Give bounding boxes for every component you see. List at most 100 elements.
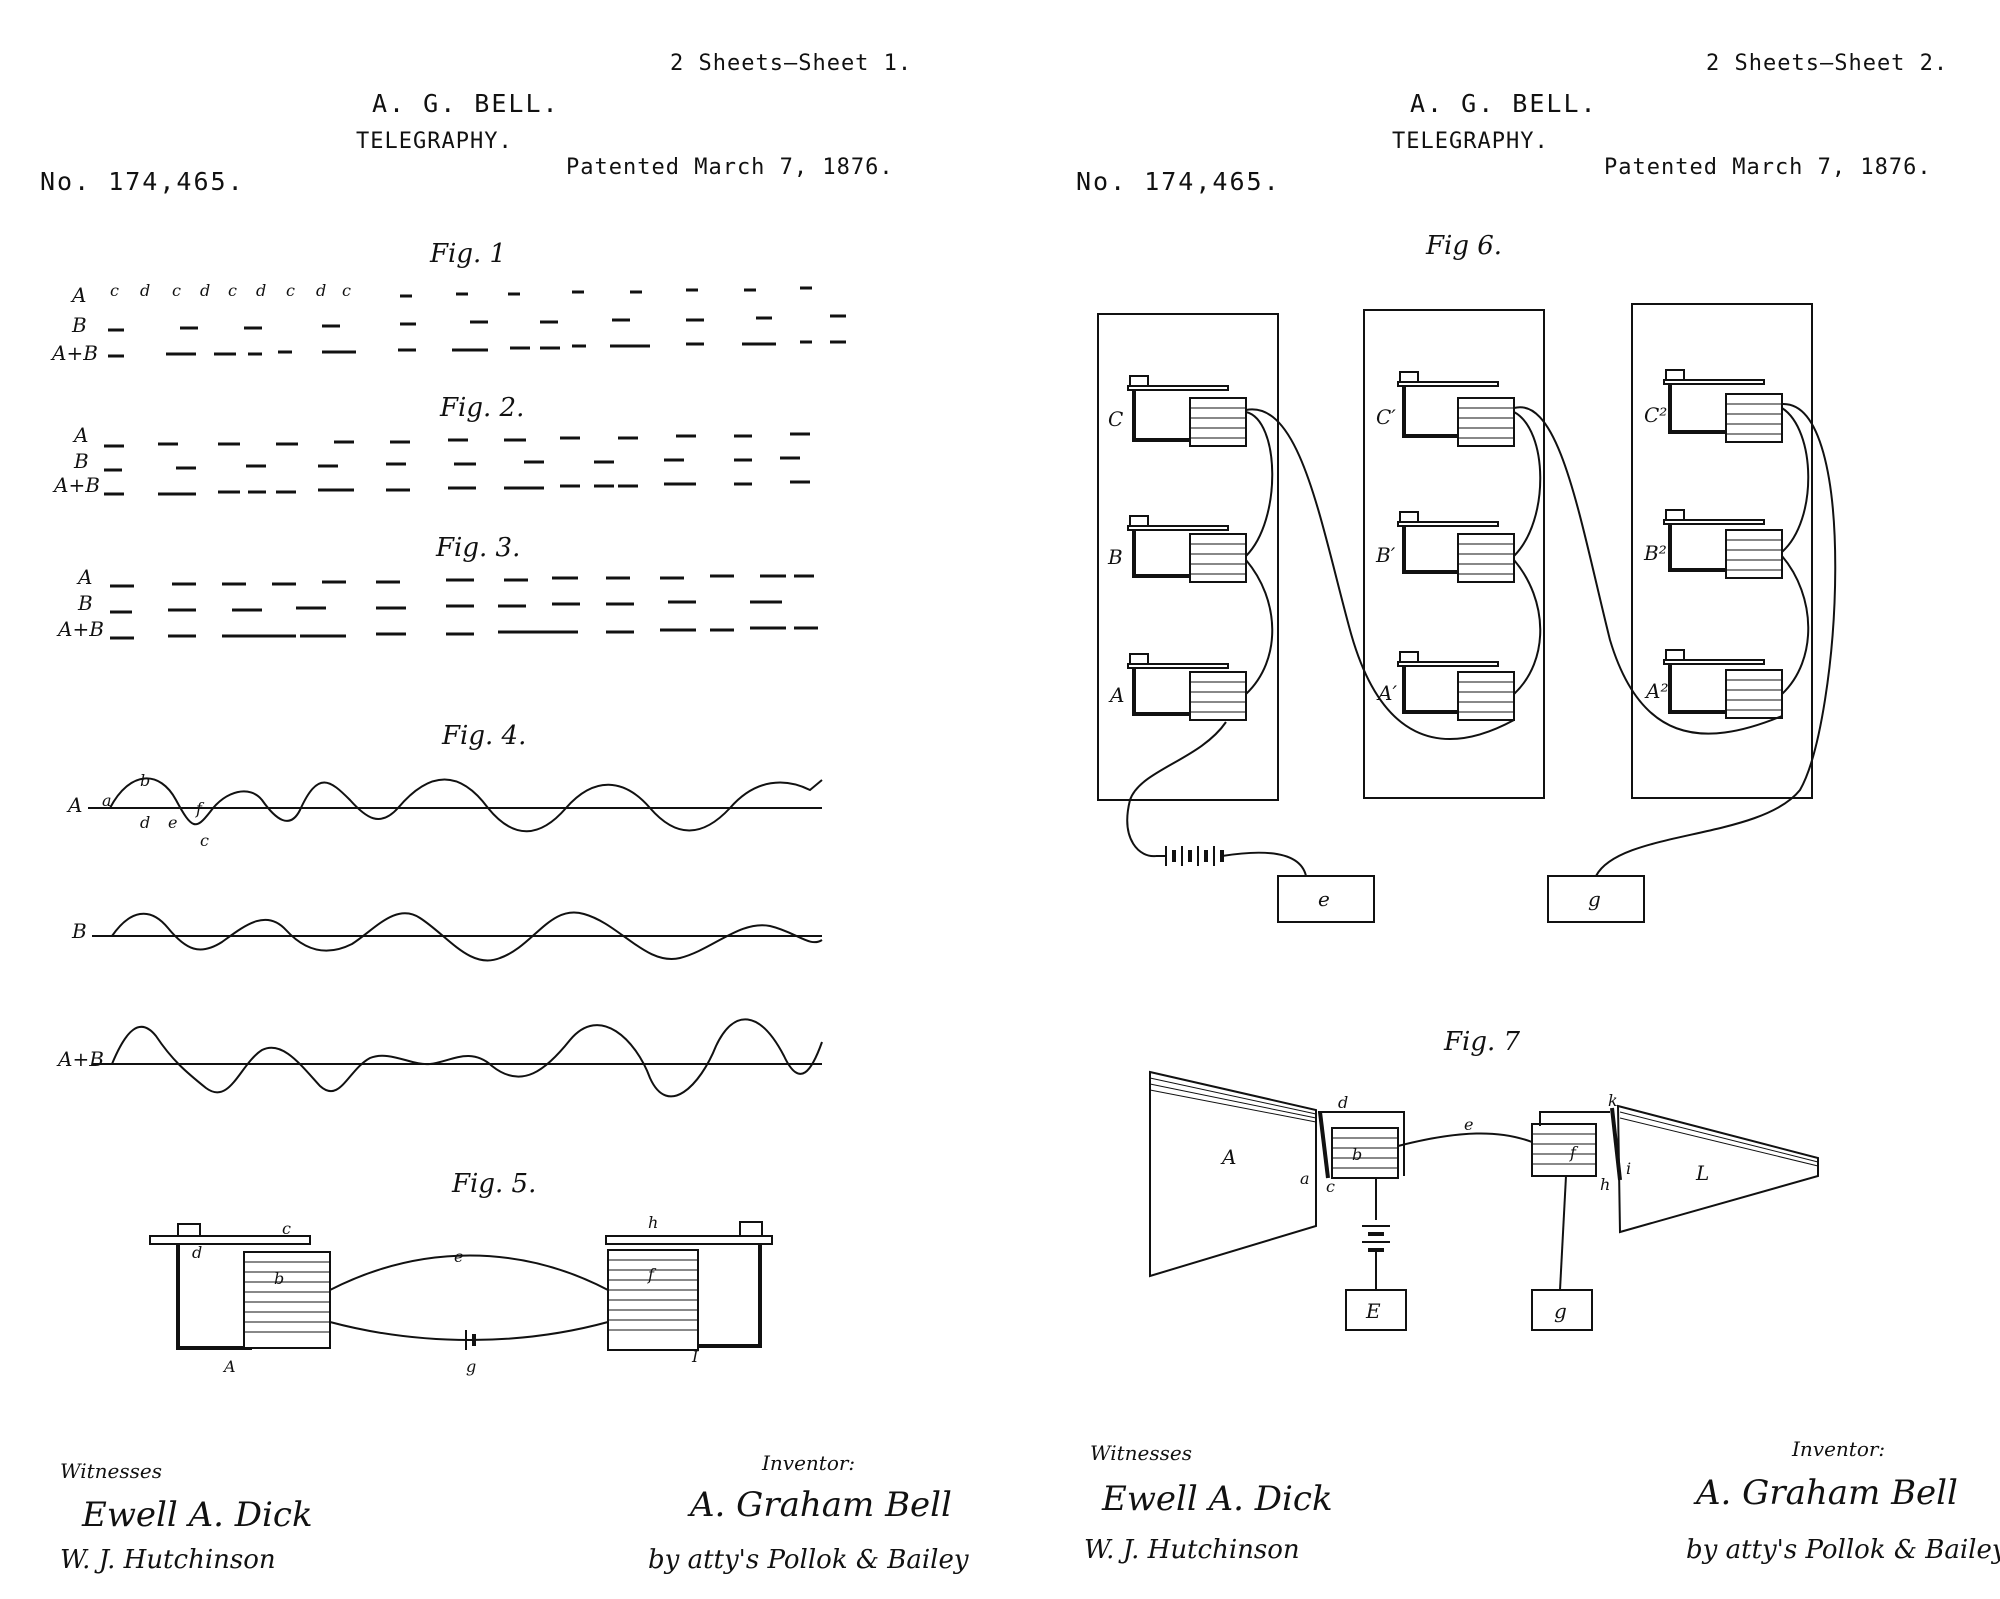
fig-6-box-e (1277, 875, 1375, 923)
fig-7-coil-right (1531, 1123, 1597, 1177)
svg-text:d: d (140, 813, 150, 832)
fig-6-label-a: A (1108, 683, 1124, 707)
fig-5-wire-top (329, 1254, 609, 1291)
fig-6-label-c: C (1108, 407, 1123, 431)
fig-7-wire-to-g (1559, 1175, 1567, 1291)
fig-5-frame-right (696, 1244, 762, 1348)
svg-text:A: A (1220, 1145, 1236, 1169)
fig-6-wire-panel-2-internal (1513, 411, 1542, 695)
sheet-1-witness-1-signature: Ewell A. Dick (81, 1495, 313, 1535)
fig-2-row-b-dashes (104, 456, 800, 472)
fig-4: Fig. 4. A B A+B a b c d e f (56, 721, 823, 1098)
svg-text:c: c (286, 281, 295, 300)
fig-3-row-label-a: A (76, 565, 92, 589)
fig-6-box-e-label: e (1318, 887, 1330, 911)
fig-6-box-g (1547, 875, 1645, 923)
fig-6-label-b: B (1107, 545, 1123, 569)
fig-7-frame-right (1539, 1111, 1610, 1126)
fig-6-panel-2 (1363, 309, 1545, 799)
fig-2-row-label-b: B (73, 449, 89, 473)
fig-4-row-label-a-plus-b: A+B (56, 1047, 104, 1071)
svg-text:h: h (1600, 1175, 1610, 1194)
fig-7-box-g (1531, 1289, 1593, 1331)
fig-4-wave-a (109, 777, 823, 833)
fig-6-receiver-a-two (1663, 649, 1783, 719)
sheet-1-inventor-signature: A. Graham Bell (687, 1485, 952, 1525)
fig-3-row-label-b: B (77, 591, 93, 615)
sheet-1-subject: TELEGRAPHY. (356, 129, 513, 154)
fig-7: Fig. 7 (1149, 1027, 1819, 1331)
fig-6-receiver-a (1127, 653, 1247, 721)
fig-7-frame-left (1318, 1111, 1405, 1176)
fig-6-label-a-two: A² (1644, 679, 1668, 703)
fig-5-receiver-right (605, 1221, 773, 1351)
fig-5-label: Fig. 5. (451, 1169, 536, 1199)
fig-1-row-b-dashes (108, 314, 846, 332)
fig-4-point-labels: a b c d e f (102, 771, 209, 850)
sheet-1-label: 2 Sheets—Sheet 1. (670, 51, 912, 76)
sheet-2-witnesses-label: Witnesses (1090, 1441, 1192, 1465)
sheet-2-witness-2-signature: W. J. Hutchinson (1084, 1535, 1300, 1565)
svg-text:i: i (1626, 1159, 1631, 1178)
svg-text:a: a (1300, 1169, 1310, 1188)
fig-6-label-c-two: C² (1644, 403, 1667, 427)
svg-text:c: c (1326, 1177, 1335, 1196)
fig-5-frame-left (176, 1244, 252, 1350)
fig-5-labels: A I b c d e f g h (192, 1213, 699, 1376)
sheet-1: 2 Sheets—Sheet 1. A. G. BELL. TELEGRAPHY… (40, 51, 969, 1575)
svg-text:g: g (466, 1357, 476, 1376)
svg-text:A: A (222, 1357, 236, 1376)
sheet-2-witness-1-signature: Ewell A. Dick (1101, 1479, 1333, 1519)
fig-4-wave-a-plus-b (111, 1018, 823, 1098)
sheet-1-witnesses-label: Witnesses (60, 1459, 162, 1483)
fig-3: Fig. 3. A B A+B (56, 533, 818, 641)
fig-1-label: Fig. 1 (429, 239, 506, 269)
fig-2-label: Fig. 2. (439, 393, 524, 423)
fig-6-wire-panel-2-to-3 (1513, 406, 1783, 735)
fig-6-receiver-b (1127, 515, 1247, 583)
svg-text:f: f (195, 799, 205, 818)
fig-7-coil-left-windings (1332, 1137, 1398, 1169)
fig-7-horn-a (1149, 1070, 1317, 1278)
svg-text:c: c (110, 281, 119, 300)
fig-7-horn-a-hatching (1149, 1077, 1317, 1123)
fig-1-row-label-a: A (70, 283, 86, 307)
svg-text:b: b (274, 1269, 284, 1288)
sheet-1-patent-number: No. 174,465. (40, 167, 245, 196)
svg-text:d: d (140, 281, 150, 300)
svg-text:f: f (1569, 1143, 1579, 1162)
fig-5-coil-left (243, 1251, 331, 1349)
fig-6-wire-panel-3-to-g (1595, 402, 1837, 877)
fig-6-wire-panel-1-internal (1245, 411, 1274, 695)
fig-6-panel-3-receivers (1663, 369, 1783, 719)
sheet-2-inventor-label: Inventor: (1791, 1437, 1885, 1461)
svg-text:I: I (691, 1347, 699, 1366)
fig-2-row-label-a: A (72, 423, 88, 447)
svg-text:c: c (342, 281, 351, 300)
sheet-2-inventor-name: A. G. BELL. (1410, 89, 1598, 118)
fig-3-row-a-plus-b-dashes (110, 626, 818, 640)
fig-6-receiver-c (1127, 375, 1247, 447)
fig-5-armature-left (149, 1235, 311, 1245)
svg-text:c: c (172, 281, 181, 300)
sheet-2-inventor-signature: A. Graham Bell (1693, 1473, 1958, 1513)
fig-6-wire-panel-3-internal (1781, 407, 1810, 695)
fig-7-box-g-label: g (1554, 1299, 1567, 1323)
fig-1-row-a-plus-b-dashes (108, 340, 846, 358)
sheet-1-inventor-name: A. G. BELL. (372, 89, 560, 118)
svg-text:b: b (140, 771, 150, 790)
fig-6-receiver-c-prime (1397, 371, 1515, 447)
fig-1-row-a-dashes (400, 286, 812, 298)
fig-5-screw-right (739, 1221, 763, 1237)
fig-6-panel-1 (1097, 313, 1279, 801)
fig-6-panel-2-receivers (1397, 371, 1515, 721)
fig-1-row-a-letters: c d c d c d c d c (110, 281, 351, 300)
fig-1-row-label-b: B (71, 313, 87, 337)
fig-4-wave-b (111, 911, 823, 962)
sheet-2-patent-number: No. 174,465. (1076, 167, 1281, 196)
svg-text:e: e (454, 1247, 463, 1266)
sheet-1-inventor-label: Inventor: (761, 1451, 855, 1475)
fig-6: Fig 6. (1097, 231, 1837, 923)
fig-3-row-a-dashes (110, 574, 814, 588)
